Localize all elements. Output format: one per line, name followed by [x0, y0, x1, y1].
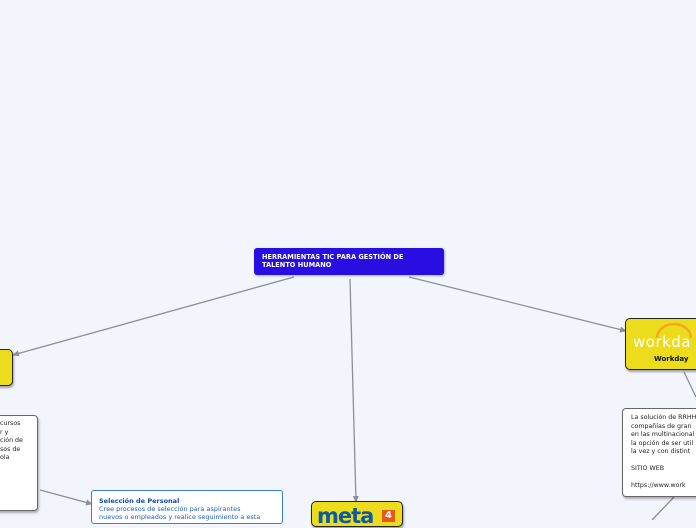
left-note-line: ción de [0, 437, 23, 444]
workday-desc-line [631, 457, 696, 466]
seleccion-title: Selección de Personal [99, 497, 180, 505]
connector-desc-down [651, 496, 675, 520]
connector-to-meta4 [349, 278, 359, 503]
workday-description-box[interactable]: La solución de RRHH compañías de gran en… [622, 408, 696, 497]
seleccion-line: nuevos o empleados y realice seguimiento… [99, 513, 261, 521]
left-yellow-node[interactable] [0, 349, 13, 386]
connector-note-to-seleccion [39, 489, 93, 506]
connector-to-left-node [12, 276, 295, 357]
workday-desc-line: la opción de ser util [631, 439, 694, 447]
workday-site-label: SITIO WEB [631, 465, 665, 472]
workday-node[interactable]: workda Workday [625, 318, 696, 370]
workday-desc-line: compañías de gran [631, 422, 692, 430]
left-note-box[interactable]: cursos r y ción de sos de ola [0, 415, 38, 511]
meta4-logo: meta [317, 504, 374, 528]
central-title-line1: HERRAMIENTAS TIC PARA GESTIÓN DE [262, 253, 404, 261]
seleccion-line: Cree procesos de selección para aspirant… [99, 505, 241, 513]
workday-desc-line [631, 474, 696, 483]
connector-to-workday [408, 276, 627, 333]
central-topic[interactable]: HERRAMIENTAS TIC PARA GESTIÓN DE TALENTO… [254, 248, 444, 275]
central-title-line2: TALENTO HUMANO [262, 261, 332, 269]
left-note-line: ola [0, 454, 10, 461]
seleccion-personal-node[interactable]: Selección de Personal Cree procesos de s… [91, 490, 283, 524]
workday-caption: Workday [654, 355, 689, 363]
workday-desc-line: La solución de RRHH [631, 414, 696, 421]
workday-sun-icon [655, 323, 693, 339]
left-note-line: cursos [0, 420, 21, 427]
meta4-node[interactable]: meta 4 [311, 501, 403, 528]
left-note-line: r y [0, 428, 9, 436]
connector-workday-to-desc [683, 371, 696, 398]
workday-desc-line: en las multinacional [631, 431, 695, 438]
workday-site-url[interactable]: https://www.work [631, 482, 686, 489]
workday-desc-line: la vez y con distint [631, 448, 691, 455]
left-note-line: sos de [0, 445, 21, 453]
meta4-logo-number: 4 [382, 510, 395, 522]
workday-logo: workda [633, 333, 692, 351]
